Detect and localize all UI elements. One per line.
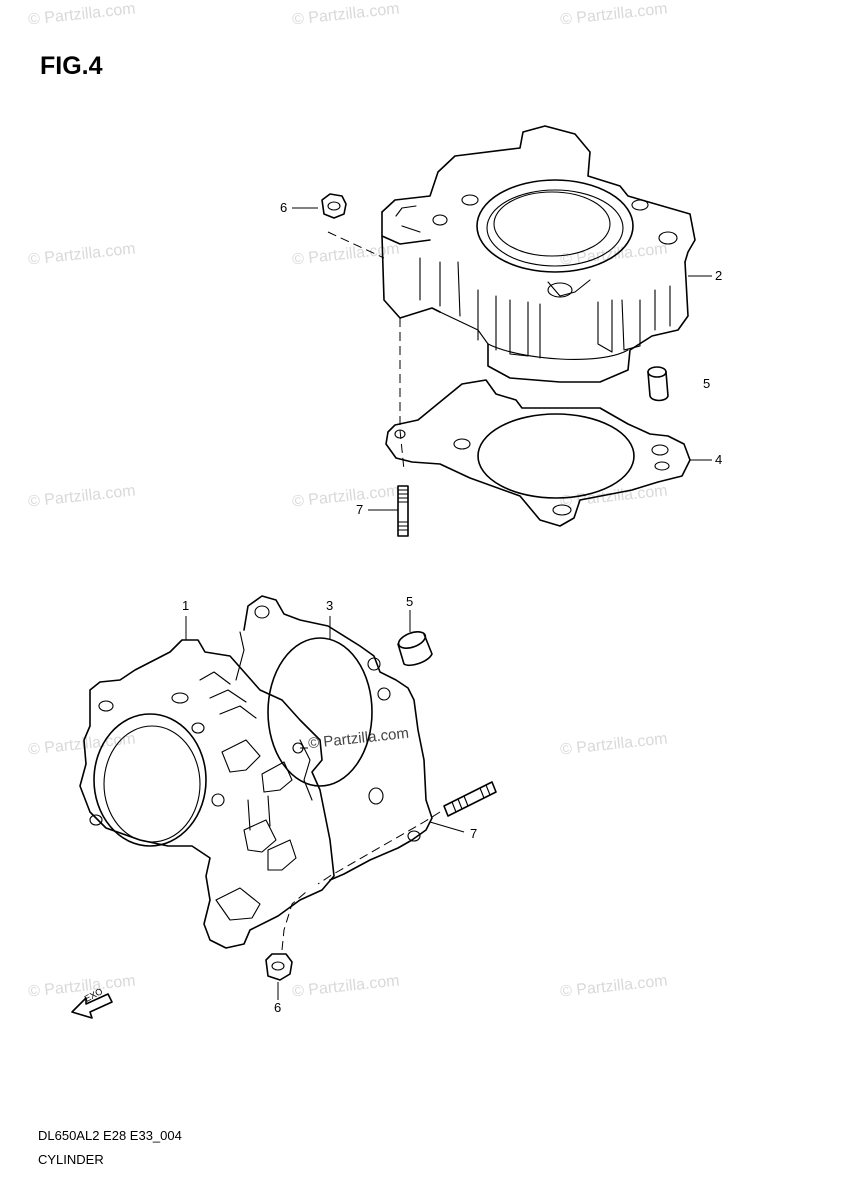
callout-3: 3 [326,598,334,613]
callout-dot [292,742,304,754]
callout-6-bottom: 6 [274,1000,282,1015]
leader-line [281,891,307,951]
callout-5-bottom: 5 [406,594,414,609]
leader-line [317,811,441,885]
dowel-pin-bottom [397,631,433,667]
callout-1: 1 [182,598,190,613]
leader-line [399,318,405,471]
leader-line [429,821,465,833]
leader-line [327,231,385,259]
cylinder-block-top [381,125,696,383]
cylinder-gasket-bottom [235,595,433,881]
cylinder-gasket-top [385,379,691,527]
callout-2: 2 [715,268,723,283]
figure-title: FIG.4 [40,52,103,80]
cylinder-block-bottom [79,639,335,949]
front-direction-arrow-icon [71,993,113,1019]
stud-bolt-bottom [443,781,497,817]
flange-nut-bottom [265,953,293,981]
stud-bolt-top [397,485,409,537]
callout-7-top: 7 [356,502,364,517]
callout-5-top: 5 [703,376,711,391]
flange-nut-top [321,193,347,219]
callout-7-bottom: 7 [470,826,478,841]
model-code: DL650AL2 E28 E33_004 [38,1128,182,1143]
section-name: CYLINDER [38,1152,104,1167]
callout-6-top: 6 [280,200,288,215]
callout-4: 4 [715,452,723,467]
dowel-pin-top [647,366,669,402]
